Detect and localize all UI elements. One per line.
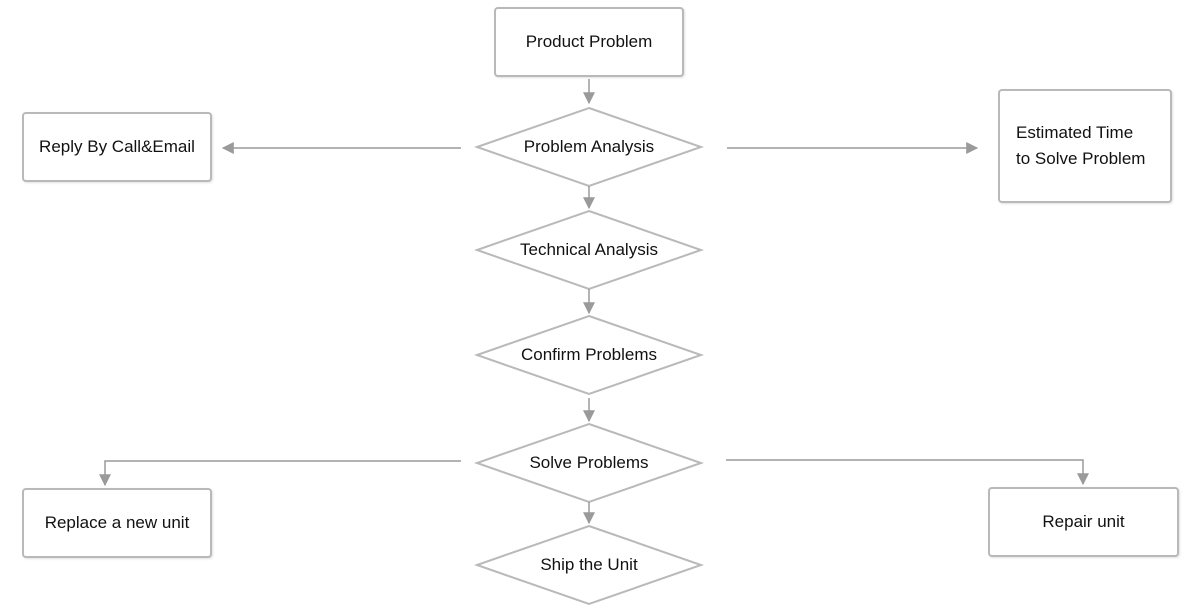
product-problem-label: Product Problem	[525, 32, 653, 51]
ship-the-unit-diamond	[473, 524, 705, 606]
connector-solve-to-repair	[726, 459, 1089, 486]
reply-by-call-email-node: Reply By Call&Email	[22, 112, 212, 182]
connector-solve-to-replace	[99, 460, 461, 487]
ship-the-unit-text: Ship the Unit	[477, 540, 701, 590]
repair-unit-node: Repair unit	[988, 487, 1179, 557]
confirm-problems-diamond	[473, 314, 705, 396]
replace-new-unit-node: Replace a new unit	[22, 488, 212, 558]
problem-analysis-label: Problem Analysis	[523, 137, 655, 156]
estimated-time-label: Estimated Time to Solve Problem	[1016, 123, 1146, 168]
replace-new-unit-label: Replace a new unit	[44, 513, 190, 532]
estimated-time-node: Estimated Time to Solve Problem	[998, 89, 1172, 203]
solve-problems-text: Solve Problems	[477, 438, 701, 488]
ship-the-unit-label: Ship the Unit	[540, 555, 638, 574]
confirm-problems-label: Confirm Problems	[520, 345, 658, 364]
solve-problems-label: Solve Problems	[529, 453, 649, 472]
reply-by-call-email-label: Reply By Call&Email	[39, 137, 195, 156]
technical-analysis-text: Technical Analysis	[477, 225, 701, 275]
repair-unit-label: Repair unit	[1042, 512, 1125, 531]
technical-analysis-label: Technical Analysis	[520, 240, 658, 259]
confirm-problems-text: Confirm Problems	[477, 330, 701, 380]
problem-analysis-text: Problem Analysis	[477, 122, 701, 172]
product-problem-node: Product Problem	[494, 7, 684, 77]
